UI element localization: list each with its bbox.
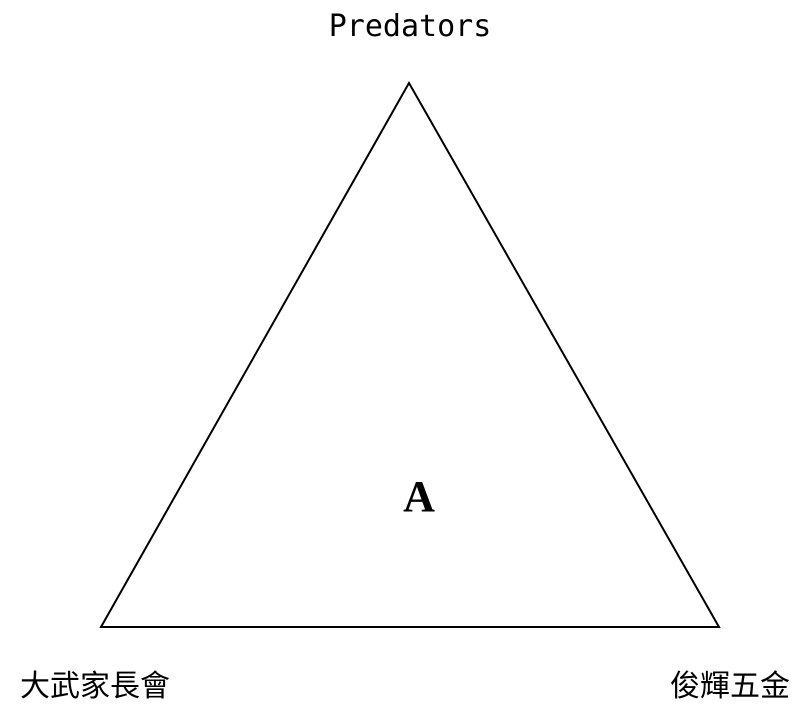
triangle [99,80,721,628]
left-vertex-label: 大武家長會 [20,669,170,704]
center-label: A [403,472,435,521]
top-vertex-label: Predators [328,9,492,44]
right-vertex-label: 俊輝五金 [670,669,790,704]
